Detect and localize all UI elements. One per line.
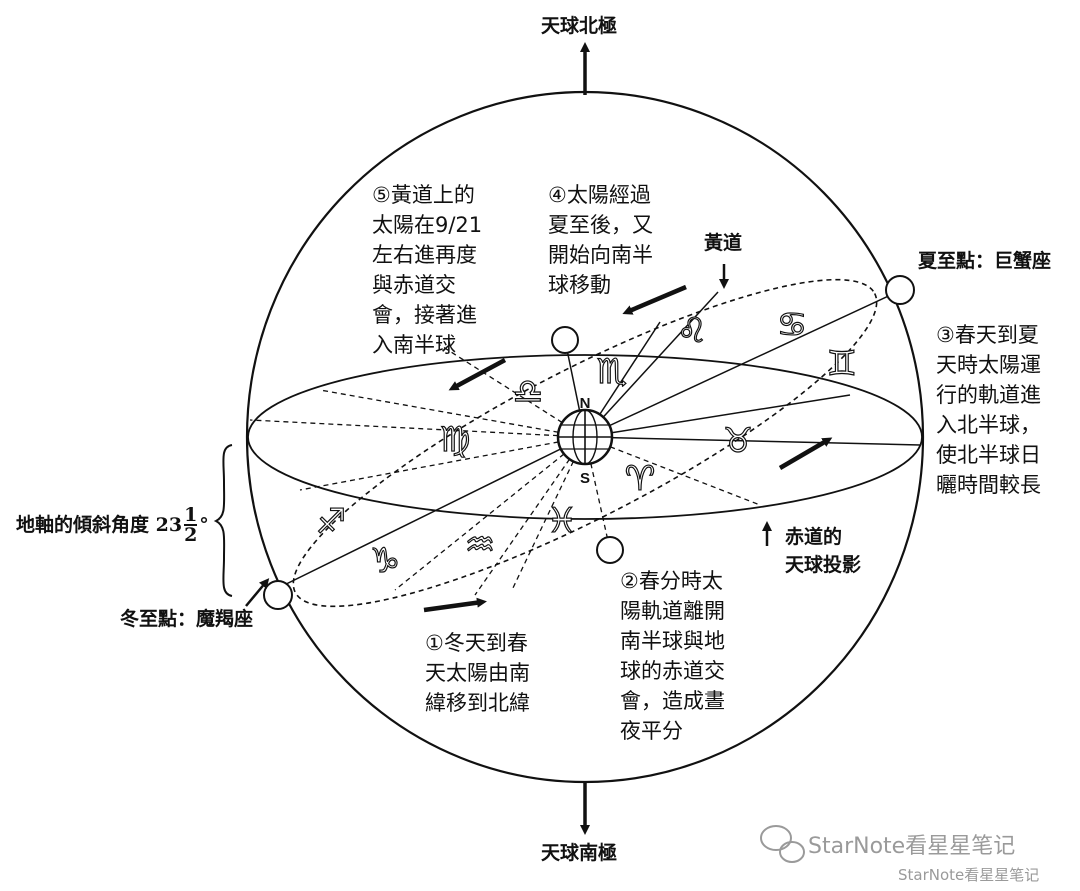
leo-icon: ♌ xyxy=(677,311,707,351)
celestial-equator xyxy=(247,354,923,520)
motion-arrow-4 xyxy=(622,284,687,315)
libra-icon: ♎ xyxy=(513,372,543,412)
ecliptic-label: 黃道 xyxy=(704,232,743,254)
ecliptic-spokes-dashed xyxy=(249,344,761,596)
ecliptic-spokes-solid xyxy=(269,291,921,593)
motion-arrow-5 xyxy=(448,358,507,391)
note-3: ③春天到夏天時太陽運行的軌道進 入北半球，使北半球日曬時間較長 xyxy=(936,323,1041,497)
watermark-main: StarNote看星星笔记 xyxy=(808,834,1016,859)
ecliptic-path xyxy=(292,278,878,608)
south-pole-label: 天球南極 xyxy=(541,842,618,864)
motion-arrow-3 xyxy=(778,437,833,470)
summer-solstice-label: 夏至點：巨蟹座 xyxy=(918,250,1052,272)
earth-globe xyxy=(556,408,614,466)
sun-summer-solstice xyxy=(885,275,915,305)
watermark-sub: StarNote看星星笔记 xyxy=(898,866,1040,884)
sagittarius-icon: ♐ xyxy=(316,502,346,542)
motion-arrow-1 xyxy=(423,597,487,613)
aries-icon: ♈ xyxy=(625,459,655,499)
sun-winter-solstice xyxy=(263,580,293,610)
pisces-icon: ♓ xyxy=(547,501,577,541)
note-2: ②春分時太陽軌道離開南半球與地 球的赤道交會，造成晝夜平分 xyxy=(620,569,725,743)
axis-tilt-brace xyxy=(213,444,233,597)
capricorn-icon: ♑ xyxy=(370,541,400,581)
sun-spring-equinox xyxy=(596,536,624,564)
north-pole-label: 天球北極 xyxy=(541,15,618,37)
gemini-icon: ♊ xyxy=(827,344,857,384)
aquarius-icon: ♒ xyxy=(465,525,495,565)
note-4: ④太陽經過夏至後，又開始向南半 球移動 xyxy=(548,183,653,297)
note-1: ①冬天到春天太陽由南緯移到北緯 xyxy=(425,631,530,715)
sun-autumn-equinox xyxy=(551,326,579,354)
winter-solstice-label: 冬至點：魔羯座 xyxy=(120,608,254,630)
cancer-icon: ♋ xyxy=(777,305,807,345)
winter-solstice-pointer-arrow xyxy=(245,578,270,607)
north-mark: N xyxy=(580,395,591,412)
equator-projection-label: 赤道的 天球投影 xyxy=(785,526,862,576)
watermark-chat-icon xyxy=(760,825,805,863)
scorpio-icon: ♏ xyxy=(597,352,627,392)
south-mark: S xyxy=(580,470,590,487)
virgo-icon: ♍ xyxy=(440,420,470,460)
taurus-icon: ♉ xyxy=(723,421,753,461)
